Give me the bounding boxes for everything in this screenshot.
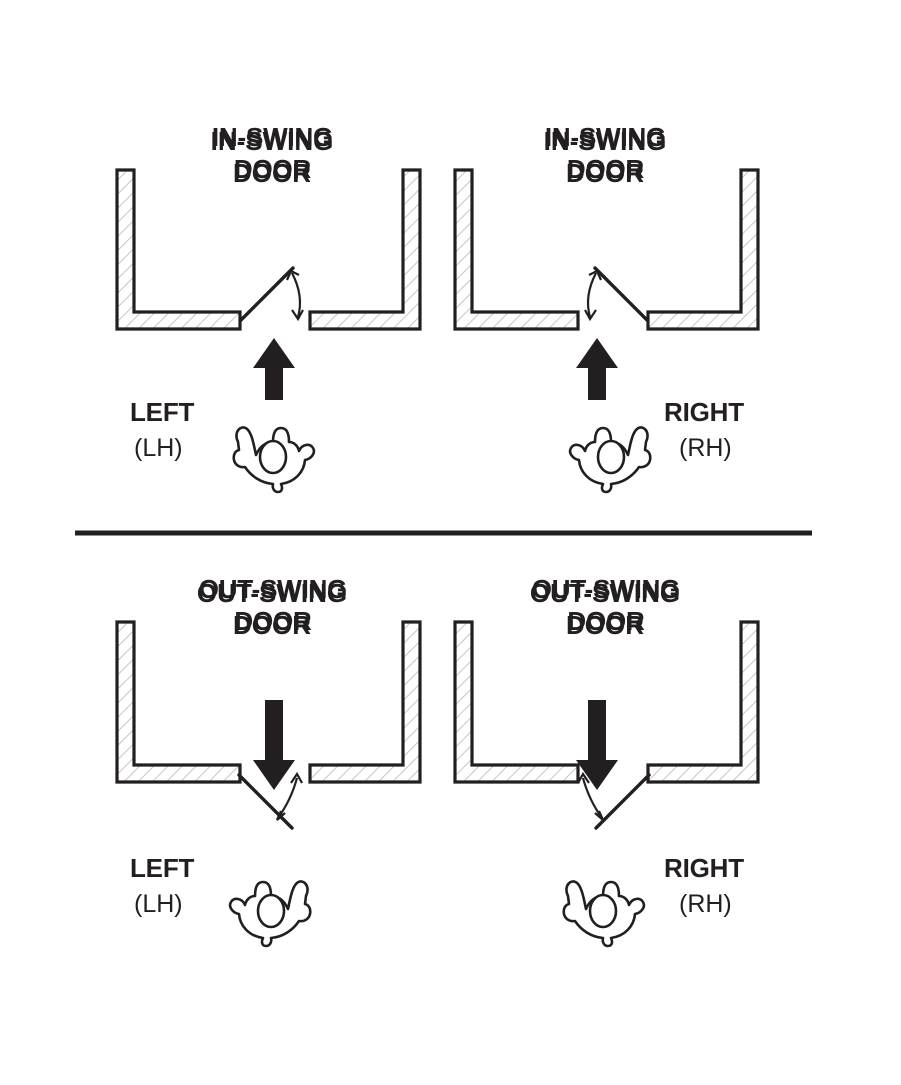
- wall-hatched-icon: [115, 620, 242, 784]
- panel-title-line2: DOOR: [233, 158, 311, 188]
- title-in-swing-left-line2: DOOR: [233, 154, 312, 184]
- wall-hatched-icon: [308, 620, 422, 784]
- arrow-up-icon: [576, 338, 618, 400]
- door-leaf-line-icon: [594, 773, 651, 830]
- door-leaf-line-icon: [593, 266, 649, 322]
- arrow-down-icon: [576, 700, 618, 790]
- panel-out-swing-left: OUT-SWING DOOR: [115, 578, 422, 948]
- door-leaf-line-icon: [237, 773, 294, 830]
- hand-label-left-top: LEFT: [130, 397, 195, 427]
- wall-hatched-icon: [646, 620, 760, 784]
- wall-hatched-icon: [453, 168, 580, 331]
- panel-title-line2: DOOR: [566, 158, 644, 188]
- hand-label-right-bottom: RIGHT: [664, 853, 744, 883]
- hand-label-left-bottom: LEFT: [130, 853, 195, 883]
- hand-label-right-top: RIGHT: [664, 397, 744, 427]
- hand-palm-up-icon: [568, 426, 652, 494]
- swing-arc-double-arrow-icon: [285, 269, 304, 322]
- wall-hatched-icon: [115, 168, 242, 331]
- swing-arc-double-arrow-icon: [584, 269, 603, 322]
- panel-out-swing-right: OUT-SWING DOOR: [453, 578, 760, 948]
- hand-palm-up-icon: [232, 426, 316, 494]
- door-leaf-line-icon: [239, 266, 295, 322]
- arrow-up-icon: [253, 338, 295, 400]
- hand-palm-up-icon: [562, 880, 646, 948]
- hand-sublabel-right-top: (RH): [679, 434, 732, 462]
- swing-arc-double-arrow-icon: [275, 771, 303, 821]
- title-in-swing-left-line1: IN-SWING: [211, 122, 334, 152]
- panel-in-swing-left: IN-SWING DOOR: [115, 126, 422, 494]
- title-out-swing-left-line2: DOOR: [234, 606, 312, 636]
- panel-title-line1: OUT-SWING: [530, 578, 680, 608]
- panel-in-swing-right: IN-SWING DOOR: [453, 126, 760, 494]
- title-out-swing-left-line1: OUT-SWING: [198, 574, 348, 604]
- wall-hatched-icon: [646, 168, 760, 331]
- hand-sublabel-left-top: (LH): [134, 434, 183, 462]
- wall-hatched-icon: [308, 168, 422, 331]
- panel-title-line2: DOOR: [233, 610, 311, 640]
- hand-palm-up-icon: [228, 880, 312, 948]
- title-in-swing-right-line1: IN-SWING: [544, 122, 667, 152]
- title-in-swing-right-line2: DOOR: [566, 154, 645, 184]
- title-out-swing-right-line1: OUT-SWING: [531, 574, 681, 604]
- title-out-swing-right-line2: DOOR: [567, 606, 645, 636]
- arrow-down-icon: [253, 700, 295, 790]
- panel-title-line1: OUT-SWING: [197, 578, 347, 608]
- panel-title-line1: IN-SWING: [544, 126, 667, 156]
- swing-arc-double-arrow-icon: [577, 771, 605, 821]
- hand-sublabel-right-bottom: (RH): [679, 890, 732, 918]
- wall-hatched-icon: [453, 620, 580, 784]
- hand-sublabel-left-bottom: (LH): [134, 890, 183, 918]
- panel-title-line2: DOOR: [566, 610, 644, 640]
- panel-title-line1: IN-SWING: [211, 126, 334, 156]
